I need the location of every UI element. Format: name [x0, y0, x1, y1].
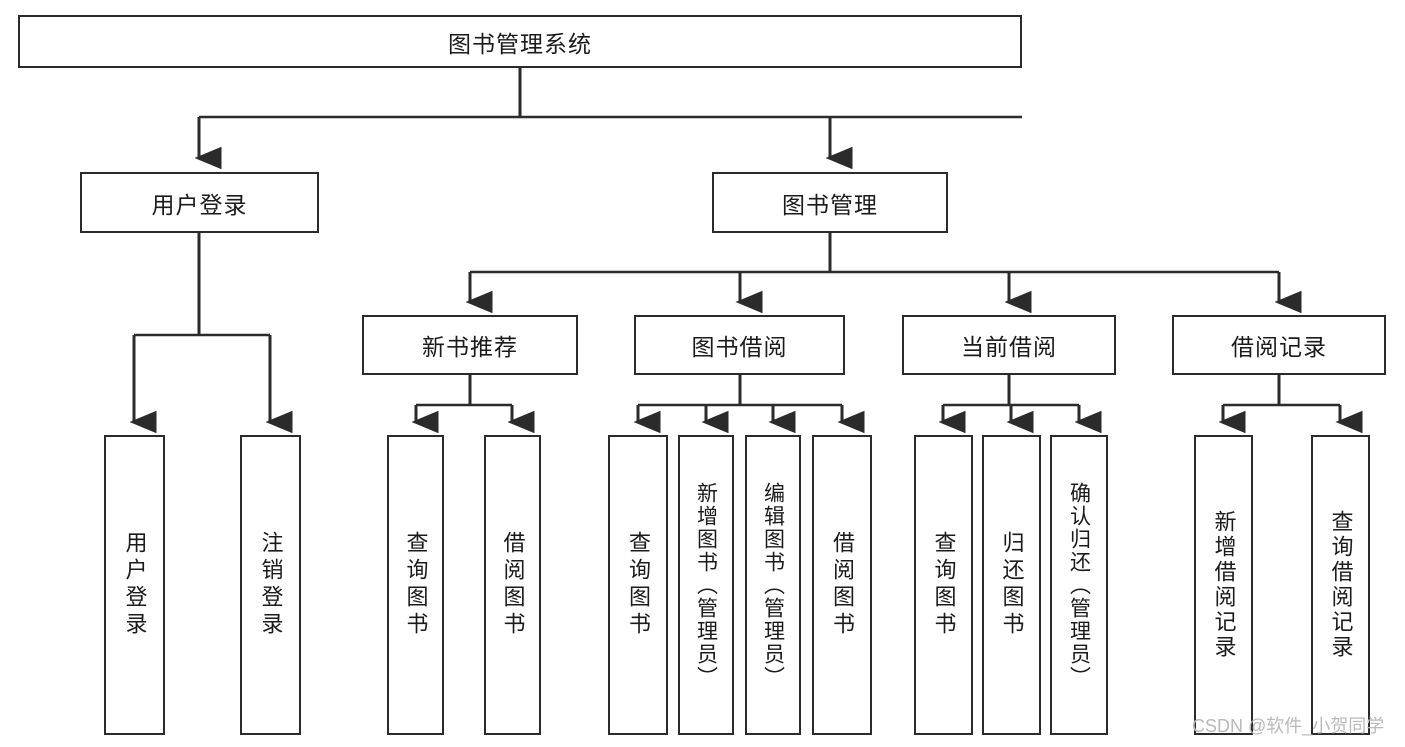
node-leaf-borrow-book-label: 借阅图书 [830, 531, 855, 639]
node-book-borrow-label: 图书借阅 [691, 334, 788, 360]
node-leaf-query-book-current[interactable]: 查询图书 [914, 435, 973, 735]
node-leaf-add-book-admin[interactable]: 新增图书（管理员） [678, 435, 734, 735]
node-root[interactable]: 图书管理系统 [18, 15, 1022, 68]
node-new-book-recommend[interactable]: 新书推荐 [362, 315, 578, 375]
node-leaf-return-book[interactable]: 归还图书 [982, 435, 1041, 735]
node-leaf-logout-label: 注销登录 [258, 531, 284, 639]
node-leaf-edit-book-admin[interactable]: 编辑图书（管理员） [745, 435, 801, 735]
node-leaf-add-borrow-record-label: 新增借阅记录 [1211, 510, 1237, 660]
node-root-label: 图书管理系统 [448, 30, 592, 57]
node-borrow-record[interactable]: 借阅记录 [1172, 315, 1386, 375]
node-book-borrow[interactable]: 图书借阅 [634, 315, 845, 375]
node-leaf-user-login-label: 用户登录 [122, 531, 148, 639]
node-leaf-query-book-rec[interactable]: 查询图书 [387, 435, 444, 735]
node-leaf-query-book-borrow[interactable]: 查询图书 [608, 435, 668, 735]
node-leaf-confirm-return-admin[interactable]: 确认归还（管理员） [1050, 435, 1108, 735]
node-leaf-borrow-book-rec[interactable]: 借阅图书 [484, 435, 541, 735]
node-leaf-return-book-label: 归还图书 [999, 531, 1025, 639]
node-leaf-query-borrow-record[interactable]: 查询借阅记录 [1311, 435, 1370, 735]
node-leaf-query-book-current-label: 查询图书 [931, 531, 957, 639]
csdn-watermark: CSDN @软件_小贺同学 [1192, 716, 1385, 736]
node-leaf-user-login[interactable]: 用户登录 [104, 435, 165, 735]
node-borrow-record-label: 借阅记录 [1231, 334, 1327, 360]
node-book-management-label: 图书管理 [782, 191, 878, 218]
node-leaf-add-book-admin-label: 新增图书（管理员） [694, 481, 718, 689]
node-leaf-add-borrow-record[interactable]: 新增借阅记录 [1194, 435, 1253, 735]
node-leaf-confirm-return-admin-label: 确认归还（管理员） [1067, 481, 1091, 689]
node-new-book-recommend-label: 新书推荐 [422, 334, 518, 360]
node-leaf-query-book-borrow-label: 查询图书 [626, 531, 651, 639]
node-current-borrow-label: 当前借阅 [961, 334, 1057, 360]
node-leaf-edit-book-admin-label: 编辑图书（管理员） [761, 481, 785, 689]
node-leaf-query-borrow-record-label: 查询借阅记录 [1328, 510, 1354, 660]
node-book-management[interactable]: 图书管理 [712, 172, 948, 233]
node-current-borrow[interactable]: 当前借阅 [902, 315, 1116, 375]
node-leaf-logout[interactable]: 注销登录 [240, 435, 301, 735]
node-user-login-label: 用户登录 [151, 191, 248, 218]
node-leaf-borrow-book[interactable]: 借阅图书 [812, 435, 872, 735]
node-user-login[interactable]: 用户登录 [80, 172, 319, 233]
node-leaf-query-book-rec-label: 查询图书 [403, 531, 429, 639]
node-leaf-borrow-book-rec-label: 借阅图书 [500, 531, 526, 639]
